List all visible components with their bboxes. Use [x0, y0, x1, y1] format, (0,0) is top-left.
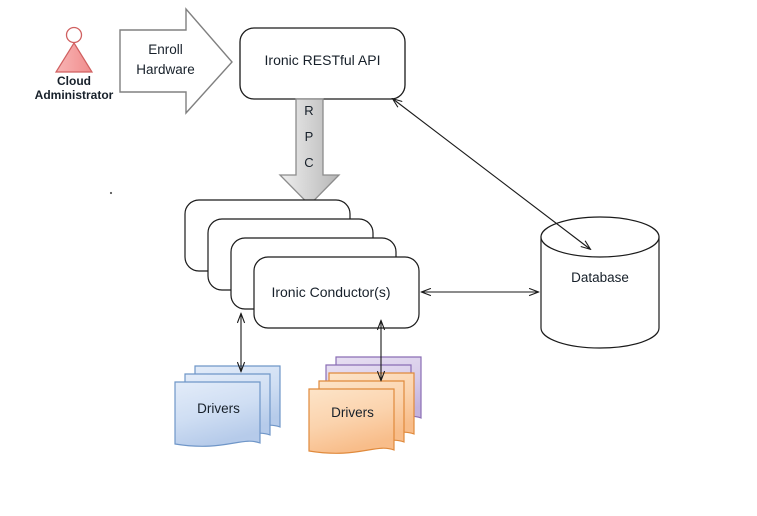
drivers-orange-layer-1	[308, 388, 395, 454]
rpc-letter-p: P	[304, 129, 314, 144]
database-cylinder[interactable]	[540, 216, 660, 349]
rpc-letter-c: C	[304, 155, 314, 170]
rpc-block-arrow	[278, 98, 341, 206]
ironic-restful-api-box[interactable]	[239, 27, 406, 100]
conductor-layer-1	[253, 256, 420, 329]
stray-dot-artifact	[109, 191, 113, 195]
drivers-blue-layer-1	[174, 381, 261, 447]
database-top-ellipse	[540, 216, 660, 258]
drivers-orange-stack[interactable]	[308, 372, 415, 454]
drivers-blue-stack[interactable]	[174, 365, 281, 447]
cloud-administrator-actor	[54, 26, 94, 73]
actor-head-icon	[65, 26, 83, 44]
enroll-hardware-block-arrow	[119, 7, 233, 115]
connector-api-to-database	[393, 99, 590, 249]
ironic-conductor-stack[interactable]	[184, 199, 420, 329]
rpc-letter-r: R	[304, 103, 314, 118]
database-body	[540, 236, 660, 349]
actor-body-icon	[54, 41, 94, 73]
